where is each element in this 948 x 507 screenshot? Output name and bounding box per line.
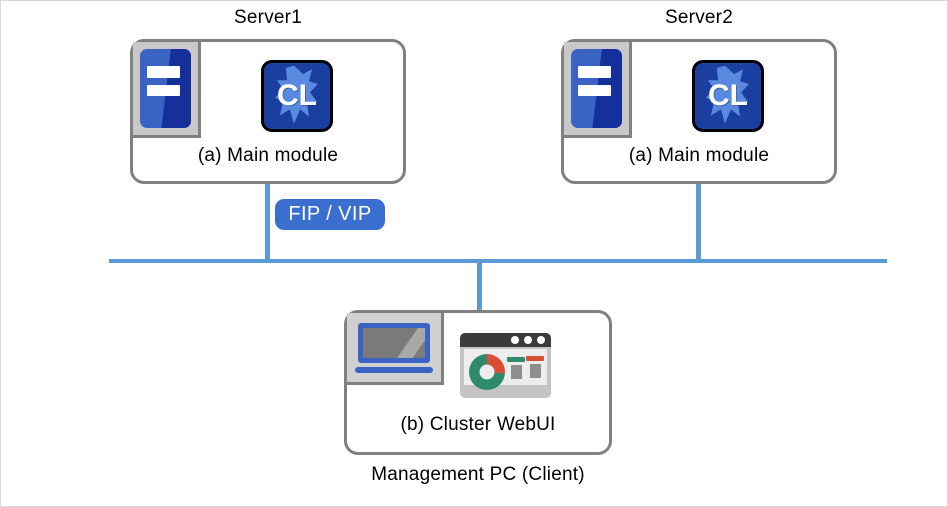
server1-title: Server1 — [234, 7, 302, 28]
management-pc-network-drop-line — [477, 259, 482, 311]
management-pc-box: (b) Cluster WebUI — [344, 310, 612, 455]
server2-box: CL (a) Main module — [561, 39, 837, 184]
server-rack-icon — [564, 42, 632, 138]
clusterpro-cl-logo-icon: CL — [692, 60, 764, 132]
management-pc-title: Management PC (Client) — [371, 464, 585, 485]
browser-dashboard-icon — [460, 333, 551, 398]
cl-logo-text: CL — [277, 79, 317, 112]
server1-box: CL (a) Main module — [130, 39, 406, 184]
server1-network-drop-line — [265, 184, 270, 263]
fip-vip-badge: FIP / VIP — [275, 199, 385, 230]
server-rack-icon — [133, 42, 201, 138]
laptop-icon — [347, 313, 444, 385]
clusterpro-cl-logo-icon: CL — [261, 60, 333, 132]
server2-title: Server2 — [665, 7, 733, 28]
cl-logo-text: CL — [708, 79, 748, 112]
server1-module-label: (a) Main module — [197, 145, 339, 166]
cluster-webui-label: (b) Cluster WebUI — [400, 414, 556, 435]
server2-network-drop-line — [696, 184, 701, 263]
donut-chart-icon — [469, 353, 506, 390]
server2-module-label: (a) Main module — [628, 145, 770, 166]
network-bus-line — [109, 259, 887, 263]
